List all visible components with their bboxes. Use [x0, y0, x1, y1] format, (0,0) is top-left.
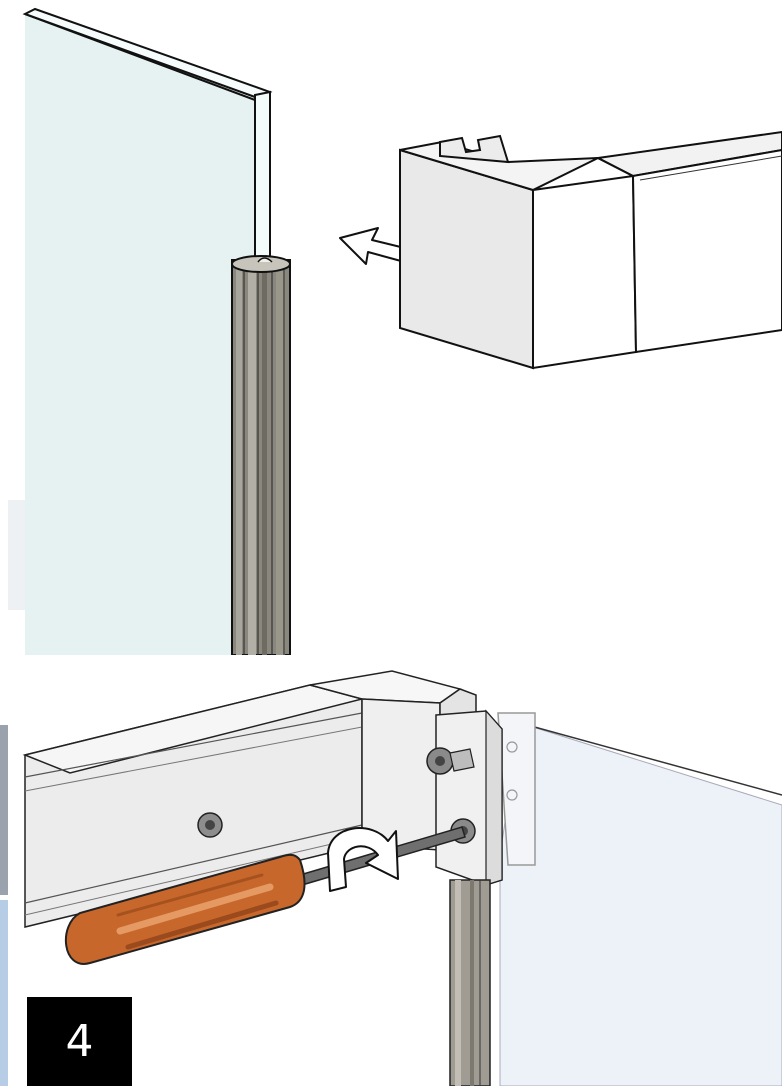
assembly-step-top-illustration	[8, 7, 782, 655]
glass-pane	[25, 14, 255, 655]
side-artifact	[8, 500, 26, 610]
seal-profile	[231, 255, 291, 655]
top-drawing	[8, 7, 782, 655]
bottom-drawing	[0, 670, 782, 1086]
corner-block	[309, 670, 477, 851]
horizontal-rail	[22, 684, 365, 928]
rotate-clockwise-icon	[327, 827, 399, 892]
step-number-badge: 4	[27, 997, 132, 1086]
screwdriver-handle	[64, 853, 306, 965]
far-glass-pane	[499, 722, 782, 1086]
side-artifact-blue	[0, 900, 8, 1086]
side-artifact-grey	[0, 725, 8, 895]
assembly-step-bottom-illustration	[0, 655, 782, 1086]
corner-connector	[399, 130, 782, 370]
glass-edge-strip	[254, 90, 271, 264]
vertical-profile	[449, 879, 491, 1086]
clamp-plate	[426, 709, 503, 886]
